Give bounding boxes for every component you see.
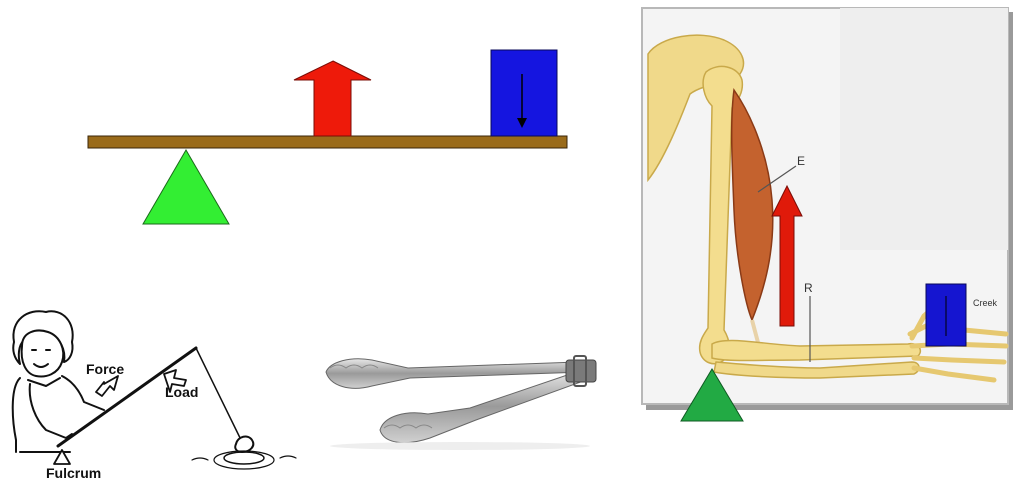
water-ripple-inner (224, 452, 264, 464)
lever-diagram (88, 50, 567, 224)
fulcrum-label: Fulcrum (46, 465, 101, 479)
force-arrow-icon (96, 376, 118, 396)
fish-catch (235, 437, 253, 452)
tongs-image (326, 356, 596, 450)
fishing-line (196, 348, 244, 446)
effort-arrow (294, 61, 371, 136)
resistance-label: R (804, 281, 813, 295)
fishing-cartoon (13, 311, 296, 469)
tongs-shadow (330, 442, 590, 450)
load-label: Load (165, 384, 198, 400)
person-body (13, 376, 104, 452)
water-ripple-outer (214, 451, 274, 469)
person-face (22, 331, 64, 377)
effort-label: E (797, 154, 805, 168)
water-surface (192, 456, 296, 460)
tongs-lock (566, 360, 596, 382)
lever-beam (88, 136, 567, 148)
arm-frame-blank (840, 8, 1008, 250)
force-label: Force (86, 361, 124, 377)
fulcrum-triangle (143, 150, 229, 224)
person-shirt (28, 378, 60, 386)
arm-load-label: Creek (973, 298, 998, 308)
tongs-lower-arm (380, 370, 586, 443)
arm-diagram (642, 8, 1013, 421)
